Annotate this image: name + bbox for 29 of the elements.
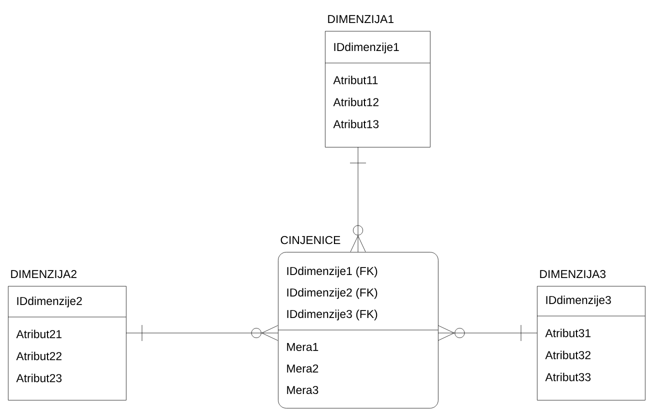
entity-name: CINJENICE	[280, 236, 340, 244]
attribute: Atribut23	[16, 374, 62, 382]
entity-name: DIMENZIJA3	[540, 270, 606, 278]
key-attribute: IDdimenzije1 (FK)	[287, 266, 378, 278]
entity-box	[536, 286, 646, 400]
attribute: Mera3	[287, 386, 318, 394]
attribute: Atribut31	[545, 328, 590, 338]
key-attribute: IDdimenzije2	[17, 296, 82, 308]
attribute: Atribut22	[16, 352, 62, 360]
key-attribute: IDdimenzije2 (FK)	[287, 288, 378, 299]
attribute: Atribut11	[333, 76, 378, 84]
entity-name: DIMENZIJA1	[328, 15, 394, 24]
attribute: Mera1	[287, 343, 318, 351]
entity-box	[278, 252, 438, 408]
relationship-line	[350, 146, 366, 252]
attribute: Atribut32	[545, 350, 590, 360]
key-attribute: IDdimenzije1	[334, 42, 399, 54]
key-attribute: IDdimenzije3 (FK)	[287, 310, 378, 320]
entity-box	[324, 31, 430, 148]
attribute: Atribut21	[16, 330, 62, 338]
entity-box	[8, 286, 126, 400]
attribute: Mera2	[287, 364, 318, 373]
key-attribute: IDdimenzije3	[546, 296, 611, 306]
attribute: Atribut12	[333, 98, 378, 106]
attribute: Atribut33	[545, 372, 591, 382]
relationship-line	[438, 324, 538, 342]
relationship-line	[126, 324, 278, 342]
attribute: Atribut13	[333, 120, 379, 128]
entity-name: DIMENZIJA2	[11, 270, 76, 278]
